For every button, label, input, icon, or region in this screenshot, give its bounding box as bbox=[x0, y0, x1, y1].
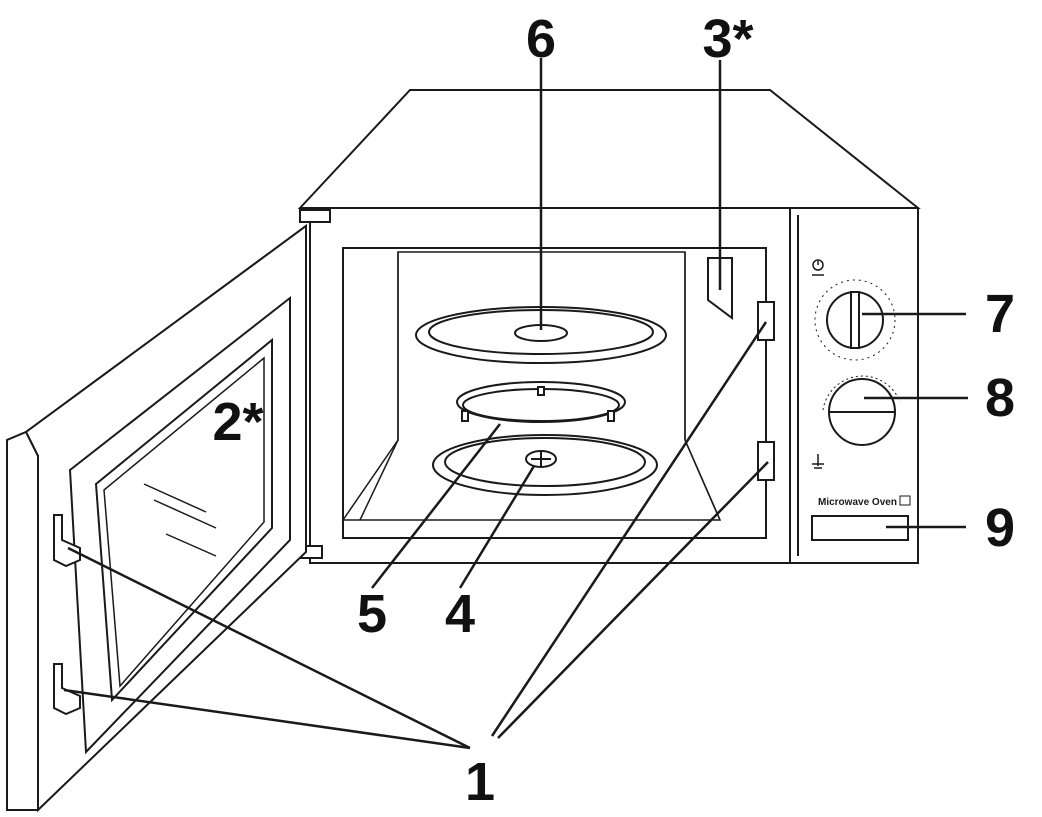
callout-4: 4 bbox=[445, 584, 475, 644]
callout-8: 8 bbox=[985, 368, 1015, 428]
callout-5: 5 bbox=[357, 584, 387, 644]
callout-9: 9 bbox=[985, 498, 1015, 558]
callout-1: 1 bbox=[465, 752, 495, 812]
oven-door bbox=[7, 226, 306, 810]
callout-3: 3* bbox=[702, 9, 753, 69]
brand-label: Microwave Oven bbox=[818, 497, 897, 508]
callout-2: 2* bbox=[212, 392, 263, 452]
callout-7: 7 bbox=[985, 284, 1015, 344]
callout-6: 6 bbox=[526, 9, 556, 69]
